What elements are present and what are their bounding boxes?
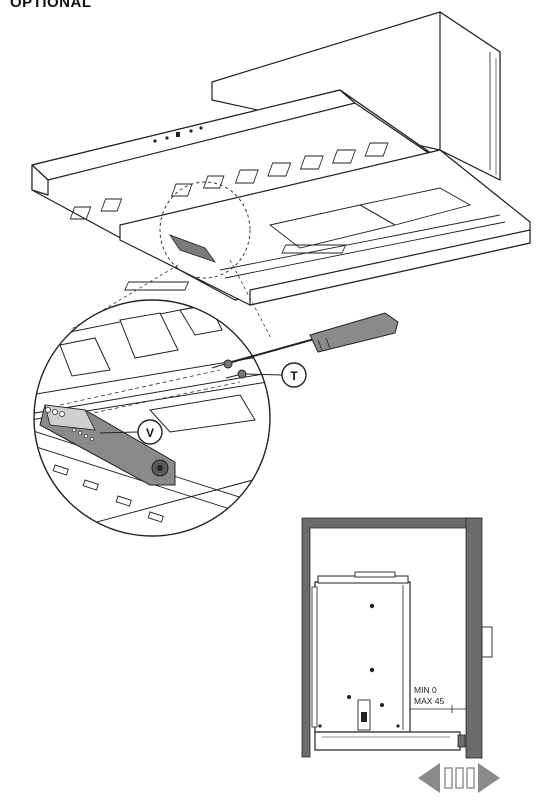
clearance-min-label: MIN 0 bbox=[414, 685, 437, 695]
hood-body bbox=[31, 11, 531, 306]
hood-details bbox=[69, 142, 506, 291]
screwdriver bbox=[231, 312, 399, 363]
slider-bracket bbox=[39, 404, 176, 486]
clearance-annotation: MIN 0 MAX 45 bbox=[409, 685, 466, 713]
callout-t-label: T bbox=[290, 369, 298, 383]
slide-direction-arrows bbox=[418, 763, 500, 793]
cabinet-side-view bbox=[301, 517, 493, 759]
zoom-detail bbox=[34, 300, 270, 536]
callout-v-label: V bbox=[146, 426, 154, 440]
zoom-circle-outline bbox=[33, 299, 271, 537]
wall bbox=[465, 517, 483, 759]
slide-tray bbox=[314, 731, 461, 751]
clearance-max-label: MAX 45 bbox=[414, 696, 445, 706]
section-heading: OPTIONAL bbox=[10, 0, 92, 11]
control-buttons bbox=[153, 126, 203, 143]
hood-bracket bbox=[168, 234, 217, 263]
callout-v: V bbox=[99, 419, 163, 445]
callout-t: T bbox=[245, 362, 307, 388]
filter-slots bbox=[69, 142, 389, 220]
detail-zoom-marker bbox=[159, 181, 251, 279]
